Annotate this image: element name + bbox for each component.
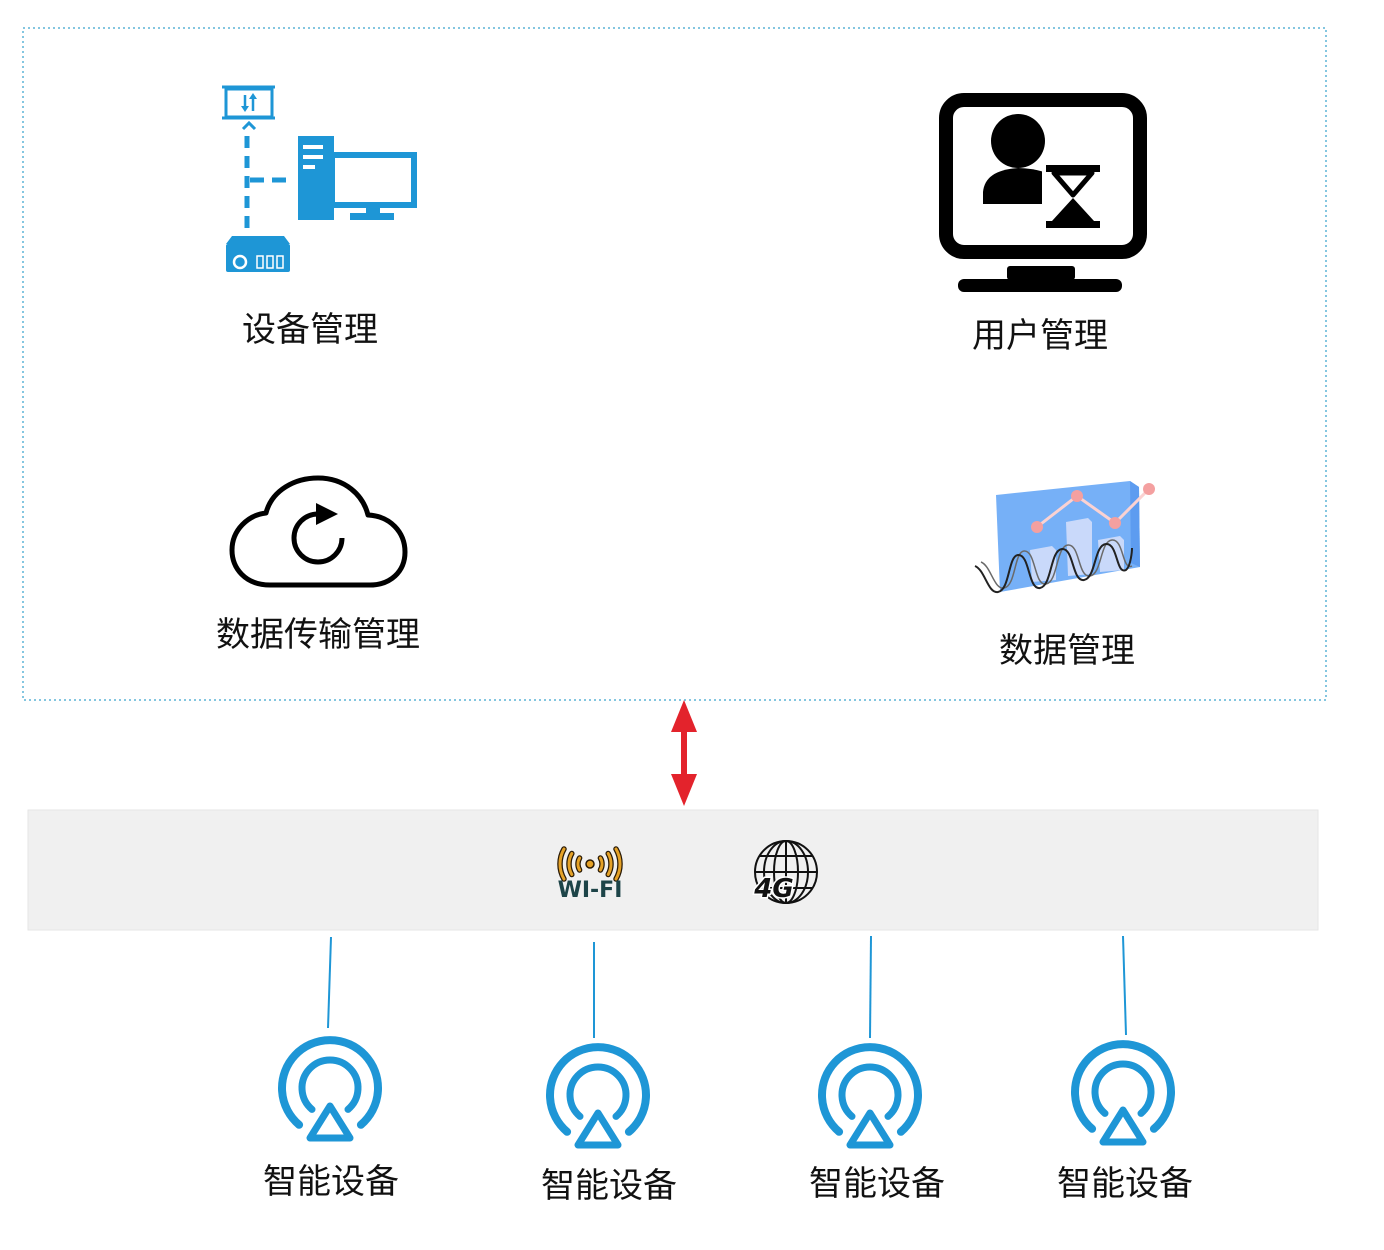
device-label: 智能设备 xyxy=(263,1162,399,1202)
device-management-icon xyxy=(222,85,417,272)
network-band xyxy=(27,809,1319,931)
smart-device-icon xyxy=(818,1043,922,1149)
device-label: 智能设备 xyxy=(809,1164,945,1204)
bidirectional-arrow xyxy=(671,700,697,806)
globe-icon xyxy=(754,840,818,904)
module-label-user-management: 用户管理 xyxy=(972,316,1108,356)
device-label: 智能设备 xyxy=(541,1166,677,1206)
wifi-icon xyxy=(557,846,623,882)
cellular-4g-label: 4G xyxy=(753,874,793,904)
user-management-icon xyxy=(939,93,1147,292)
connector-line xyxy=(869,935,872,1039)
module-label-data-management: 数据管理 xyxy=(999,631,1135,671)
data-chart-icon xyxy=(974,481,1155,593)
smart-device-icon xyxy=(1071,1040,1175,1146)
wifi-label: WI-FI xyxy=(558,878,623,903)
device-connectors xyxy=(327,935,1127,1039)
connector-line xyxy=(1122,935,1127,1036)
cloud-sync-icon xyxy=(229,475,408,588)
connector-line xyxy=(327,936,332,1029)
smart-device-icon xyxy=(278,1036,382,1142)
module-label-data-transfer-management: 数据传输管理 xyxy=(216,615,420,655)
smart-device-icon xyxy=(546,1043,650,1149)
platform-container xyxy=(22,27,1327,701)
device-label: 智能设备 xyxy=(1057,1164,1193,1204)
module-label-device-management: 设备管理 xyxy=(242,310,378,350)
